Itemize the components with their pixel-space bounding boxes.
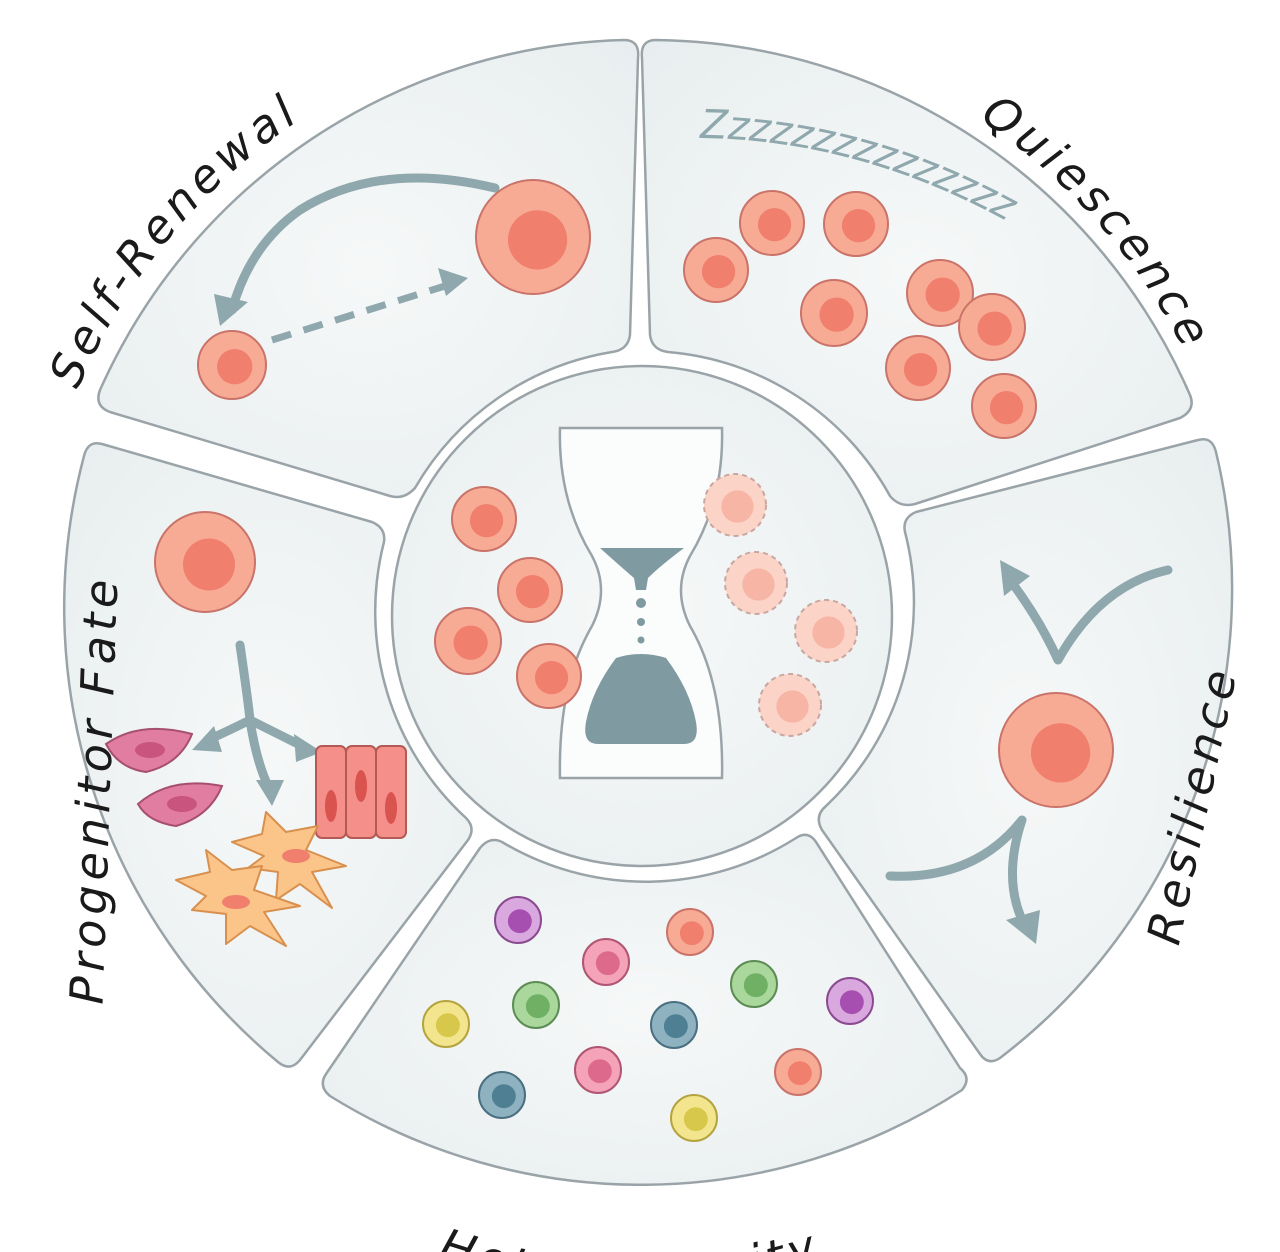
heterogeneous-cell	[478, 1071, 526, 1119]
renewal-curved-arrow	[227, 173, 500, 315]
sand-grain	[637, 618, 645, 626]
heterogeneous-cell	[730, 960, 778, 1008]
arrowhead	[192, 726, 222, 752]
fading-cell	[758, 673, 822, 737]
arrowhead	[1006, 910, 1040, 944]
arrowhead	[294, 734, 322, 762]
spindle-cell	[104, 727, 194, 774]
quiescent-cell	[885, 335, 951, 401]
arrowhead	[214, 294, 248, 326]
daughter-cell	[197, 330, 267, 400]
sand-grain	[637, 636, 645, 644]
sand-grain	[636, 598, 646, 608]
quiescent-cell	[739, 190, 805, 256]
quiescent-cell	[958, 293, 1026, 361]
active-cell	[451, 486, 517, 552]
resilience-cells	[998, 692, 1114, 808]
self-renewal-cells	[197, 179, 591, 400]
active-cell	[434, 607, 502, 675]
progenitor-fate-cells	[154, 511, 256, 613]
progenitor-cell	[154, 511, 256, 613]
arrowhead	[438, 268, 468, 296]
heterogeneous-cell	[494, 896, 542, 944]
quiescence-cells	[683, 190, 1037, 439]
active-cell	[516, 643, 582, 709]
quiescent-cell	[906, 259, 974, 327]
resilient-cell	[998, 692, 1114, 808]
center-cells	[434, 473, 858, 737]
fading-cell	[794, 599, 858, 663]
heterogeneous-cell	[512, 981, 560, 1029]
renewal-dashed-arrow	[270, 282, 447, 344]
heterogeneous-cell	[670, 1094, 718, 1142]
resilience-lower-arrow	[885, 815, 1029, 929]
resilience-upper-arrow	[1005, 565, 1173, 665]
label-heterogeneity: Heterogeneity	[433, 1218, 827, 1252]
hourglass-bottom-sand	[585, 654, 697, 744]
quiescent-cell	[800, 279, 868, 347]
panel-progenitor-fate	[62, 442, 473, 1068]
self-renewal-content	[214, 173, 500, 344]
quiescent-cell	[971, 373, 1037, 439]
spindle-cell	[136, 782, 224, 828]
heterogeneous-cell	[574, 1046, 622, 1094]
heterogeneous-cell	[650, 1001, 698, 1049]
quiescent-cell	[683, 237, 749, 303]
epithelial-cells	[315, 745, 407, 839]
active-cell	[497, 557, 563, 623]
fading-cell	[703, 473, 767, 537]
heterogeneous-cell	[666, 908, 714, 956]
heterogeneous-cell	[826, 977, 874, 1025]
heterogeneity-cells	[422, 896, 874, 1142]
progenitor-fate-content	[104, 640, 407, 947]
hourglass	[558, 426, 724, 780]
heterogeneous-cell	[422, 1000, 470, 1048]
heterogeneous-cell	[774, 1048, 822, 1096]
fading-cell	[724, 551, 788, 615]
hourglass-top-sand	[600, 548, 684, 590]
stem-cell	[475, 179, 591, 295]
quiescent-cell	[823, 191, 889, 257]
resilience-content	[885, 560, 1173, 944]
heterogeneous-cell	[582, 938, 630, 986]
stellate-cell	[175, 849, 301, 947]
arrowhead	[256, 780, 284, 806]
arrowhead	[1000, 560, 1030, 596]
